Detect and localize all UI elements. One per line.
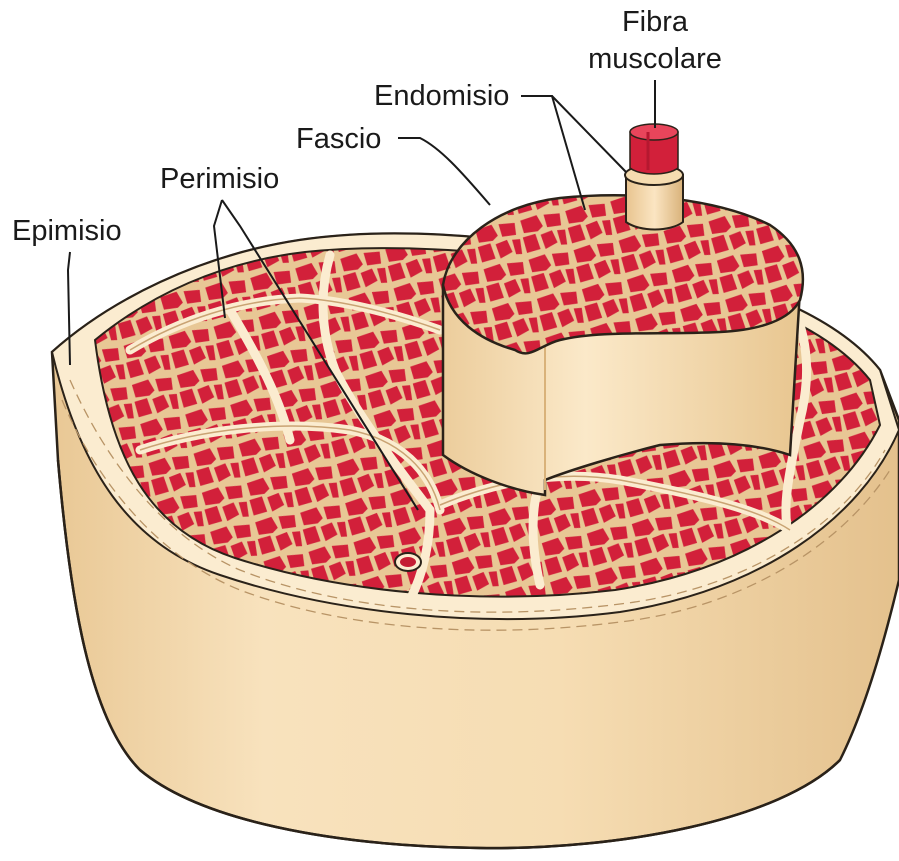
label-perimisio-text: Perimisio: [160, 163, 279, 195]
label-endomisio-text: Endomisio: [374, 80, 509, 112]
label-fibra-line2: muscolare: [588, 43, 722, 75]
single-muscle-fiber: [625, 124, 683, 230]
label-fascio: Fascio: [296, 123, 490, 205]
label-fibra-muscolare: Fibra muscolare: [588, 6, 722, 128]
fascicle-top-face: [443, 195, 803, 353]
label-fascio-text: Fascio: [296, 123, 381, 155]
label-fibra-line1: Fibra: [622, 6, 689, 38]
leader-endomisio: [521, 96, 626, 210]
blood-vessel: [395, 553, 421, 571]
leader-fascio: [398, 138, 490, 205]
label-epimisio-text: Epimisio: [12, 215, 122, 247]
label-endomisio: Endomisio: [374, 80, 626, 210]
